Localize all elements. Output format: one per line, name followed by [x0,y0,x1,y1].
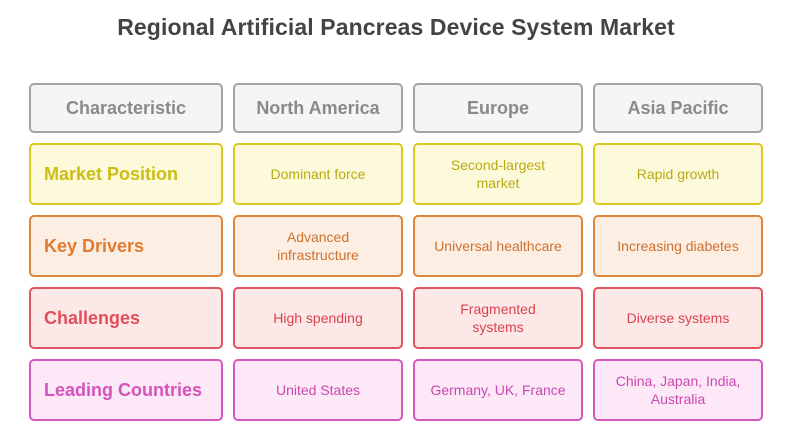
row-label-challenges: Challenges [29,287,223,349]
header-europe: Europe [413,83,583,133]
cell-market-position-asia-pacific: Rapid growth [593,143,763,205]
cell-leading-countries-europe: Germany, UK, France [413,359,583,421]
row-label-market-position: Market Position [29,143,223,205]
cell-key-drivers-north-america: Advanced infrastructure [233,215,403,277]
header-characteristic: Characteristic [29,83,223,133]
cell-market-position-north-america: Dominant force [233,143,403,205]
cell-leading-countries-north-america: United States [233,359,403,421]
cell-market-position-europe: Second-largest market [413,143,583,205]
cell-text: Advanced infrastructure [277,229,359,263]
header-north-america: North America [233,83,403,133]
cell-leading-countries-asia-pacific: China, Japan, India, Australia [593,359,763,421]
diagram-title: Regional Artificial Pancreas Device Syst… [117,14,675,40]
row-label-key-drivers: Key Drivers [29,215,223,277]
cell-text: Second-largest market [450,157,546,191]
row-label-leading-countries: Leading Countries [29,359,223,421]
cell-text: Fragmented systems [460,301,536,335]
cell-challenges-europe: Fragmented systems [413,287,583,349]
cell-challenges-north-america: High spending [233,287,403,349]
cell-challenges-asia-pacific: Diverse systems [593,287,763,349]
cell-key-drivers-europe: Universal healthcare [413,215,583,277]
header-asia-pacific: Asia Pacific [593,83,763,133]
cell-text: China, Japan, India, Australia [615,373,741,407]
cell-key-drivers-asia-pacific: Increasing diabetes [593,215,763,277]
